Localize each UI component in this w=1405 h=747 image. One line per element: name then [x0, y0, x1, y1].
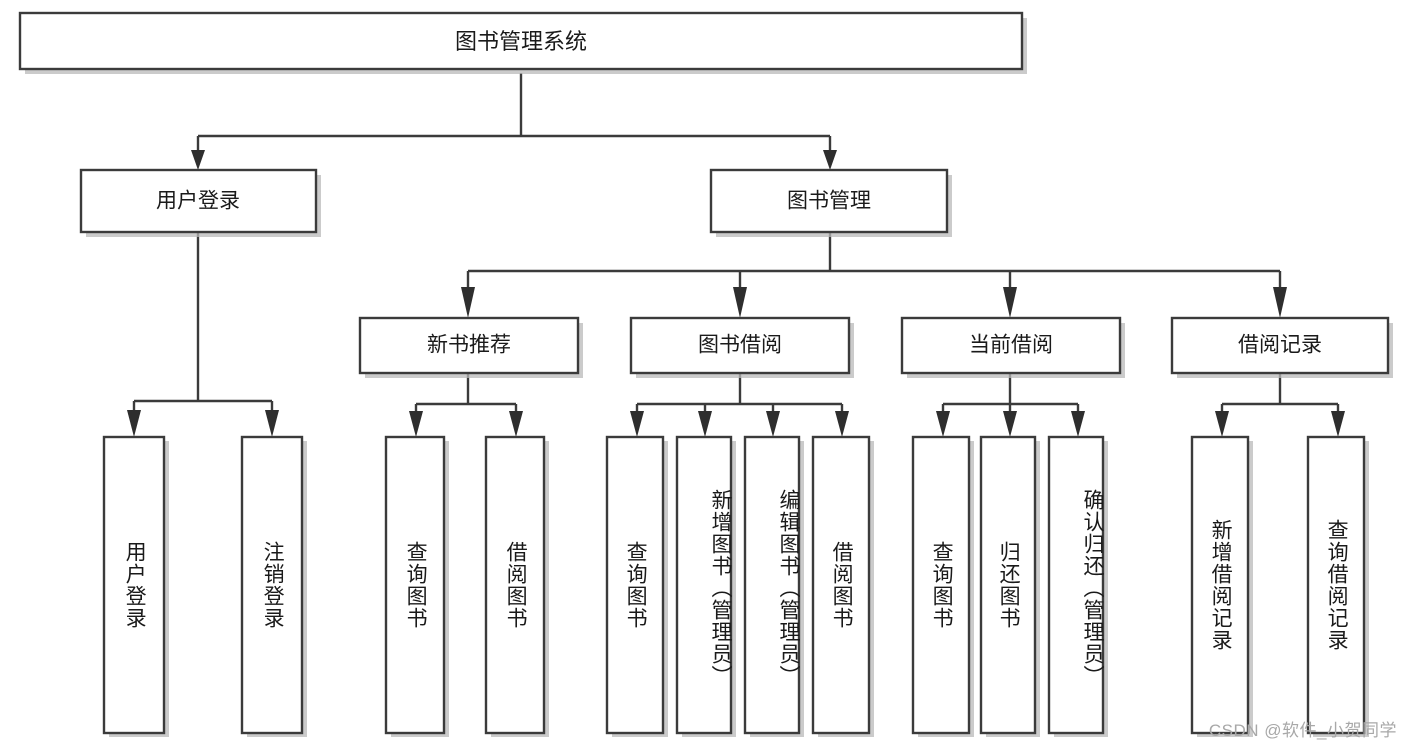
node-leaf-borrow-book-1[interactable] — [484, 435, 549, 737]
arrow-to-new-book-recommend — [461, 287, 475, 318]
node-new-book-recommend[interactable]: 新书推荐 — [358, 316, 583, 378]
node-book-management[interactable]: 图书管理 — [709, 168, 952, 237]
node-book-borrow[interactable]: 图书借阅 — [629, 316, 854, 378]
node-root-label: 图书管理系统 — [455, 29, 587, 54]
node-current-borrow[interactable]: 当前借阅 — [900, 316, 1125, 378]
arrow-to-book-management — [823, 150, 837, 170]
node-new-book-recommend-label: 新书推荐 — [427, 334, 511, 357]
node-book-borrow-label: 图书借阅 — [698, 334, 782, 357]
node-leaf-add-record[interactable] — [1190, 435, 1253, 737]
node-leaf-edit-book[interactable] — [743, 435, 804, 737]
arrow-to-current-borrow — [1003, 287, 1017, 318]
arrow-to-borrow-record — [1273, 287, 1287, 318]
node-leaf-confirm-return[interactable] — [1047, 435, 1108, 737]
csdn-watermark: CSDN @软件_小贺同学 — [1208, 721, 1397, 740]
arrow-to-leaf-query-record — [1331, 411, 1345, 437]
arrow-to-leaf-add-record — [1215, 411, 1229, 437]
node-borrow-record-label: 借阅记录 — [1238, 334, 1322, 357]
arrow-to-book-borrow — [733, 287, 747, 318]
node-borrow-record[interactable]: 借阅记录 — [1170, 316, 1393, 378]
node-leaf-add-book[interactable] — [675, 435, 736, 737]
node-leaf-logout[interactable] — [240, 435, 307, 737]
node-leaf-query-book-1[interactable] — [384, 435, 449, 737]
node-book-management-label: 图书管理 — [787, 190, 871, 213]
arrow-to-leaf-query-book-3 — [936, 411, 950, 437]
node-user-login-label: 用户登录 — [156, 190, 240, 213]
arrow-to-leaf-user-login — [127, 410, 141, 437]
arrow-to-leaf-return-book — [1003, 411, 1017, 437]
node-current-borrow-label: 当前借阅 — [969, 334, 1053, 357]
arrow-to-leaf-query-book-1 — [409, 411, 423, 437]
node-leaf-borrow-book-2[interactable] — [811, 435, 874, 737]
arrow-to-leaf-logout — [265, 410, 279, 437]
arrow-to-leaf-borrow-book-2 — [835, 411, 849, 437]
nodes-layer: 图书管理系统 用户登录 图书管理 新书推荐 — [18, 11, 1393, 737]
arrow-to-leaf-add-book — [698, 411, 712, 437]
node-user-login[interactable]: 用户登录 — [79, 168, 321, 237]
node-leaf-query-book-2[interactable] — [605, 435, 668, 737]
node-root[interactable]: 图书管理系统 — [18, 11, 1027, 74]
arrow-to-user-login — [191, 150, 205, 170]
edges-layer — [127, 73, 1345, 437]
node-leaf-query-book-3[interactable] — [911, 435, 974, 737]
arrow-to-leaf-query-book-2 — [630, 411, 644, 437]
node-leaf-query-record[interactable] — [1306, 435, 1369, 737]
arrow-to-leaf-borrow-book-1 — [509, 411, 523, 437]
arrow-to-leaf-confirm-return — [1071, 411, 1085, 437]
arrow-to-leaf-edit-book — [766, 411, 780, 437]
node-leaf-user-login[interactable] — [102, 435, 169, 737]
node-leaf-return-book[interactable] — [979, 435, 1040, 737]
